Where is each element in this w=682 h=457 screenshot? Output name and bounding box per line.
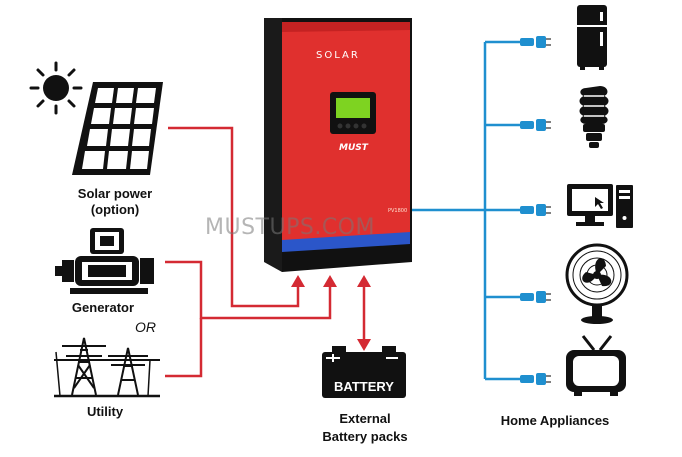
- plug-icon: [520, 291, 551, 303]
- plug-icon: [520, 373, 551, 385]
- input-arrows: [291, 275, 371, 351]
- external-battery-label-line2: Battery packs: [322, 429, 408, 444]
- solar-arrow: [291, 275, 305, 287]
- battery-arrow-down: [357, 339, 371, 351]
- fan-icon: [565, 243, 629, 324]
- plug-icon: [520, 36, 551, 48]
- generator-arrow: [323, 275, 337, 287]
- utility-line: [165, 318, 203, 378]
- computer-icon: [567, 184, 633, 228]
- plug-icon: [520, 119, 551, 131]
- inverter-model: PV1800: [388, 208, 407, 214]
- battery-icon: [322, 346, 406, 398]
- plug-icon: [520, 204, 551, 216]
- tv-icon: [566, 335, 626, 396]
- solar-power-label-line2: (option): [90, 202, 140, 217]
- power-pylon-icon: [54, 337, 160, 398]
- solar-line: [168, 126, 300, 308]
- sun-icon: [29, 61, 83, 115]
- light-bulb-icon: [579, 86, 609, 148]
- watermark: MUSTUPS.COM: [205, 215, 375, 240]
- output-connection-lines: [410, 40, 520, 381]
- external-battery-label-line1: External: [339, 411, 391, 426]
- generator-icon: [55, 228, 154, 294]
- generator-line: [165, 260, 332, 320]
- home-appliances-label: Home Appliances: [500, 413, 610, 428]
- battery-label: BATTERY: [334, 379, 394, 394]
- inverter-logo: MUST: [339, 143, 369, 153]
- solar-power-label: Solar power (option): [50, 186, 180, 218]
- external-battery-label: External Battery packs: [300, 410, 430, 446]
- output-plugs: [520, 36, 551, 385]
- lcd-screen: [336, 98, 370, 118]
- solar-power-label-line1: Solar power: [77, 186, 153, 201]
- input-connection-lines: [165, 126, 366, 378]
- battery-arrow-up: [357, 275, 371, 287]
- inverter-brand: SOLAR: [316, 50, 360, 61]
- solar-panel-icon: [72, 82, 163, 175]
- inverter-unit: [264, 18, 412, 272]
- generator-label: Generator: [71, 300, 135, 315]
- refrigerator-icon: [577, 5, 607, 70]
- or-label: OR: [135, 319, 156, 335]
- utility-label: Utility: [86, 404, 124, 419]
